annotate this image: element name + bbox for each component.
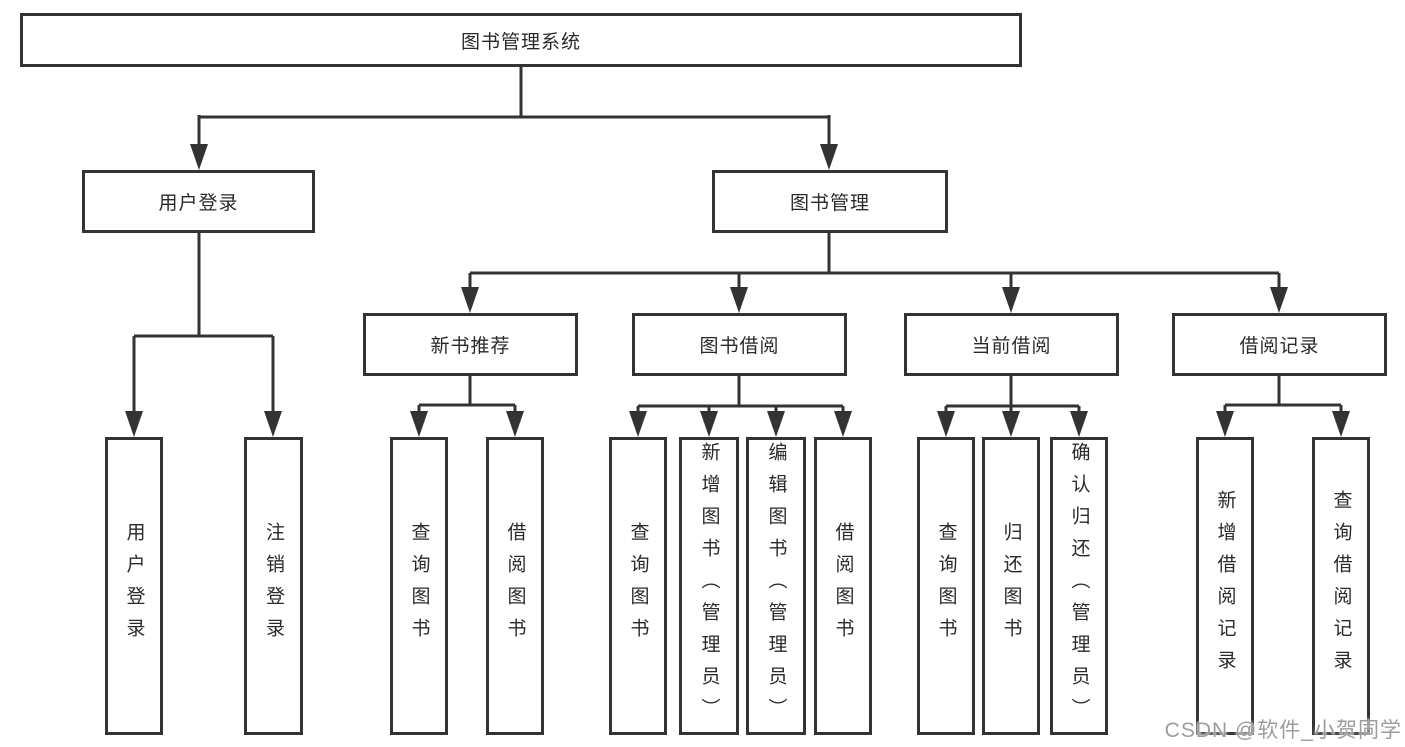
node-current-borrow: 当前借阅 — [904, 313, 1119, 376]
leaf-query-borrow-record: 查询借阅记录 — [1312, 437, 1370, 735]
node-book-management: 图书管理 — [712, 170, 948, 233]
leaf-borrow-book: 借阅图书 — [814, 437, 872, 735]
node-root: 图书管理系统 — [20, 13, 1022, 67]
leaf-query-book-borrow: 查询图书 — [609, 437, 667, 735]
leaf-query-book-newrec: 查询图书 — [390, 437, 448, 735]
node-borrow-records: 借阅记录 — [1172, 313, 1387, 376]
leaf-add-borrow-record: 新增借阅记录 — [1196, 437, 1254, 735]
watermark: CSDN @软件_小贺同学 — [1164, 719, 1402, 742]
leaf-add-book-admin: 新增图书（管理员） — [679, 437, 739, 735]
arrowhead-icons — [125, 144, 1350, 437]
node-user-login: 用户登录 — [82, 170, 315, 233]
leaf-logout: 注销登录 — [244, 437, 303, 735]
node-new-book-recommend: 新书推荐 — [363, 313, 578, 376]
leaf-borrow-book-newrec: 借阅图书 — [486, 437, 544, 735]
leaf-return-book: 归还图书 — [982, 437, 1040, 735]
leaf-confirm-return-admin: 确认归还（管理员） — [1050, 437, 1108, 735]
leaf-user-login: 用户登录 — [105, 437, 163, 735]
node-book-borrow: 图书借阅 — [632, 313, 847, 376]
leaf-edit-book-admin: 编辑图书（管理员） — [746, 437, 806, 735]
leaf-query-book-current: 查询图书 — [917, 437, 975, 735]
